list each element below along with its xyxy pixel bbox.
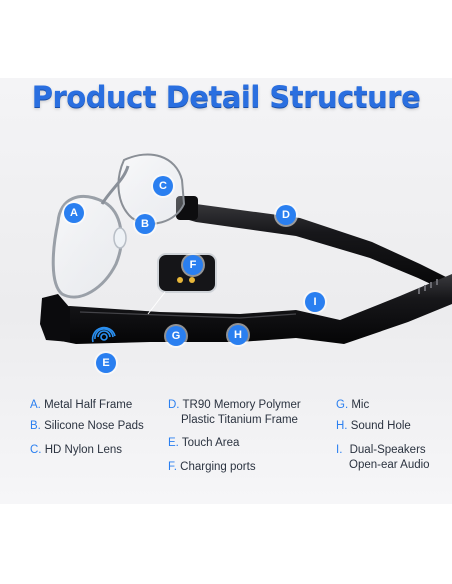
spec-charging-ports: F. Charging ports [168,460,256,475]
spec-letter: I. [336,444,343,456]
glasses-illustration [40,153,452,344]
near-temple-arm [44,274,452,344]
marker-b: B [135,214,155,234]
spec-touch-area: E. Touch Area [168,436,239,451]
spec-label: Metal Half Frame [44,399,133,411]
page-title: Product Detail Structure [31,80,421,114]
spec-letter: G. [336,399,349,411]
far-lens [117,153,186,225]
spec-letter: C. [30,444,42,456]
spec-letter: D. [168,399,180,411]
spec-letter: A. [30,399,41,411]
far-temple-arm [178,200,452,294]
spec-letter: B. [30,420,41,432]
spec-label: Mic [351,399,370,411]
spec-metal-half-frame: A. Metal Half Frame [30,398,132,413]
marker-i: I [305,292,325,312]
nose-pad [113,227,127,249]
spec-hd-nylon-lens: C. HD Nylon Lens [30,443,122,458]
spec-label-line2: Open-ear Audio [349,459,430,471]
spec-silicone-nose-pads: B. Silicone Nose Pads [30,419,144,434]
marker-c: C [153,176,173,196]
spec-label: Sound Hole [350,420,411,432]
marker-a: A [64,203,84,223]
marker-d: D [276,205,296,225]
marker-f: F [183,255,203,275]
fingerprint-icon [91,326,116,343]
spec-sound-hole: H. Sound Hole [336,419,411,434]
spec-label-line2: Plastic Titanium Frame [181,414,298,426]
near-hinge [40,294,70,342]
spec-label: Dual-Speakers [349,444,426,456]
spec-dual-speakers: I. Dual-Speakers Open-ear Audio [336,443,430,473]
spec-mic: G. Mic [336,398,369,413]
marker-e: E [96,353,116,373]
marker-g: G [166,326,186,346]
bridge [100,165,130,205]
spec-label: HD Nylon Lens [44,444,123,456]
spec-tr90-frame: D. TR90 Memory Polymer Plastic Titanium … [168,398,301,428]
spec-label: Silicone Nose Pads [44,420,144,432]
spec-letter: E. [168,437,179,449]
spec-letter: F. [168,461,177,473]
spec-label: Touch Area [181,437,240,449]
speaker-grille [418,279,438,294]
spec-label: TR90 Memory Polymer [182,399,301,411]
spec-label: Charging ports [180,461,256,473]
marker-h: H [228,325,248,345]
spec-letter: H. [336,420,348,432]
